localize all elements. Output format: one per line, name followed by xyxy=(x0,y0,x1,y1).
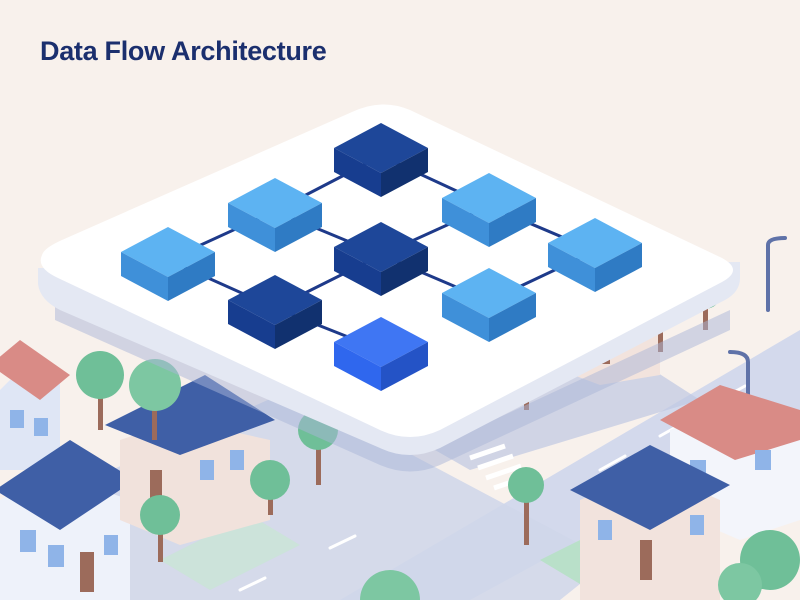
node-right-face xyxy=(275,203,322,252)
diagram-node xyxy=(442,268,536,342)
diagram-node xyxy=(334,317,428,391)
diagram-node xyxy=(334,222,428,296)
diagram-node xyxy=(442,173,536,247)
node-left-face xyxy=(442,293,489,342)
diagram-node xyxy=(228,178,322,252)
road-cross xyxy=(0,390,610,600)
diagram-nodes xyxy=(121,123,642,391)
tree xyxy=(508,467,544,545)
street-lamp xyxy=(728,236,787,402)
tree xyxy=(250,460,290,515)
diagram-title: Data Flow Architecture xyxy=(40,36,327,66)
node-right-face xyxy=(489,198,536,247)
node-left-face xyxy=(121,252,168,301)
diagram-node xyxy=(228,275,322,349)
house-left-bottom xyxy=(0,440,135,600)
node-left-face xyxy=(334,148,381,197)
node-right-face xyxy=(381,247,428,296)
node-left-face xyxy=(442,198,489,247)
node-left-face xyxy=(334,247,381,296)
grass-patch xyxy=(160,515,300,590)
diagram-node xyxy=(548,218,642,292)
node-left-face xyxy=(228,203,275,252)
node-left-face xyxy=(548,243,595,292)
tree xyxy=(718,530,800,600)
tree xyxy=(140,495,180,562)
diagram-node xyxy=(121,227,215,301)
house-left-top xyxy=(0,340,70,470)
house-right-bottom xyxy=(570,445,730,600)
node-right-face xyxy=(275,300,322,349)
node-right-face xyxy=(381,342,428,391)
node-right-face xyxy=(489,293,536,342)
node-right-face xyxy=(595,243,642,292)
tree xyxy=(360,570,420,600)
tree xyxy=(129,359,181,440)
diagram-node xyxy=(334,123,428,197)
node-right-face xyxy=(168,252,215,301)
platform-shadow xyxy=(55,300,730,472)
node-left-face xyxy=(334,342,381,391)
node-left-face xyxy=(228,300,275,349)
node-right-face xyxy=(381,148,428,197)
tree xyxy=(76,351,124,430)
